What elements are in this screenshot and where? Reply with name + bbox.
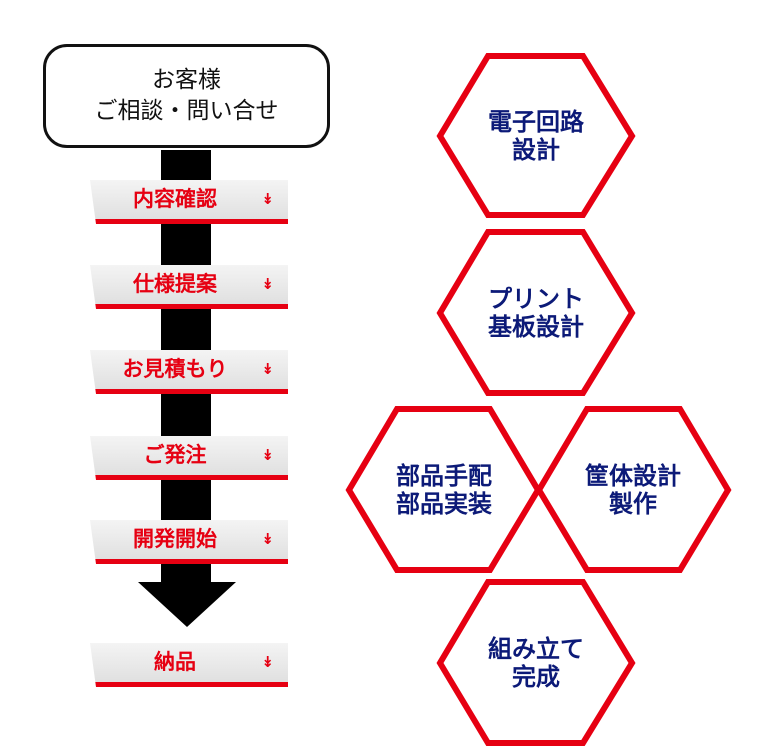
step-label: 納品 <box>154 650 196 674</box>
hex-label-assembly: 組み立て 完成 <box>461 623 611 703</box>
hexagon-pcb-design <box>436 229 636 396</box>
step-label: お見積もり <box>122 357 228 381</box>
step-label: ご発注 <box>143 443 207 467</box>
hex-label-enclosure: 筐体設計 製作 <box>558 450 708 530</box>
step-delivery: 納品 ↡ <box>90 643 288 687</box>
step-development-start: 開発開始 ↡ <box>90 520 288 564</box>
step-estimate: お見積もり ↡ <box>90 350 288 394</box>
step-content-confirmation: 内容確認 ↡ <box>90 180 288 224</box>
hexagon-parts <box>345 406 542 573</box>
hex-line-2: 製作 <box>609 490 657 518</box>
hex-line-2: 完成 <box>512 663 560 691</box>
down-arrow-icon: ↡ <box>261 653 274 671</box>
step-order: ご発注 ↡ <box>90 436 288 480</box>
hex-line-1: 電子回路 <box>488 108 584 136</box>
down-arrow-icon: ↡ <box>261 530 274 548</box>
start-line-1: お客様 <box>152 67 221 93</box>
down-arrow-icon: ↡ <box>261 190 274 208</box>
hex-label-parts: 部品手配 部品実装 <box>369 450 519 530</box>
start-line-2: ご相談・問い合せ <box>94 98 279 124</box>
hex-line-2: 部品実装 <box>396 490 492 518</box>
down-arrow-icon: ↡ <box>261 360 274 378</box>
hex-line-1: 部品手配 <box>396 462 492 490</box>
hexagon-enclosure <box>535 406 732 573</box>
hex-label-circuit-design: 電子回路 設計 <box>461 96 611 176</box>
hexagon-assembly <box>436 579 636 746</box>
step-label: 内容確認 <box>133 187 217 211</box>
step-label: 仕様提案 <box>133 272 217 296</box>
hex-line-1: プリント <box>488 285 584 313</box>
hex-line-1: 組み立て <box>488 635 584 663</box>
hex-line-2: 設計 <box>512 136 560 164</box>
step-spec-proposal: 仕様提案 ↡ <box>90 265 288 309</box>
hex-line-2: 基板設計 <box>488 313 584 341</box>
down-arrow-icon: ↡ <box>261 275 274 293</box>
hexagon-circuit-design <box>436 53 636 218</box>
down-arrow-icon: ↡ <box>261 446 274 464</box>
flow-down-arrow <box>138 582 236 627</box>
hex-label-pcb-design: プリント 基板設計 <box>461 273 611 353</box>
customer-consultation-box: お客様 ご相談・問い合せ <box>43 44 330 148</box>
hex-line-1: 筐体設計 <box>585 462 681 490</box>
step-label: 開発開始 <box>133 527 217 551</box>
